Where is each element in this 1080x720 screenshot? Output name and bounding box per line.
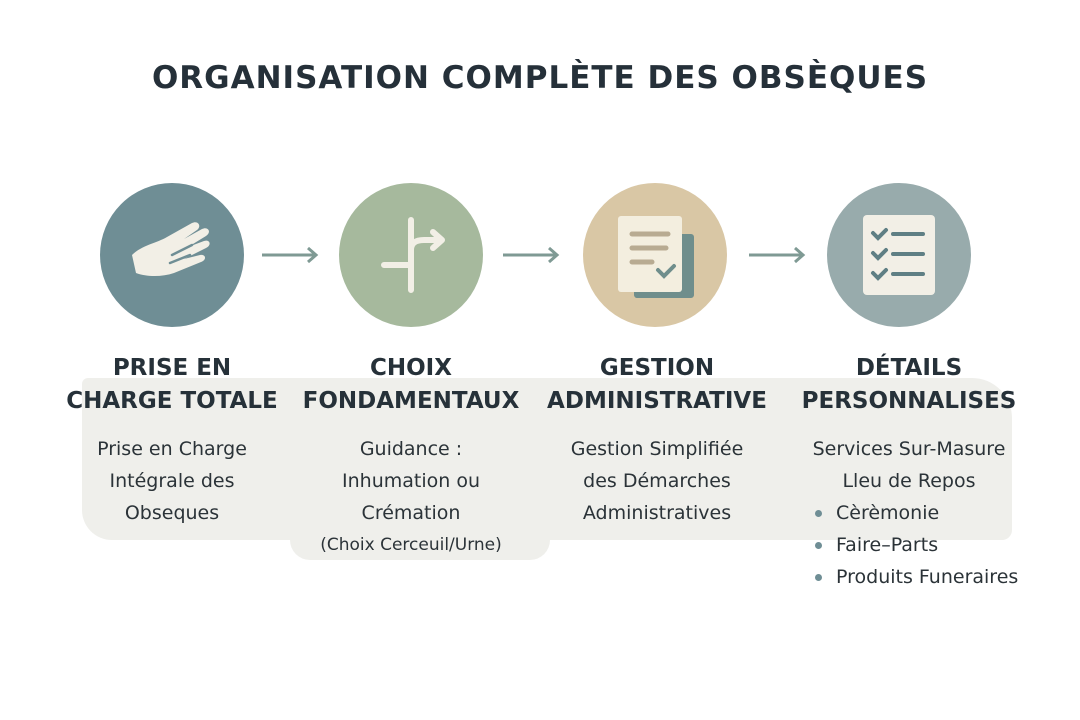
step-heading: CHOIX FONDAMENTAUX [281,352,541,418]
bullet-icon [815,573,822,581]
description-line: Inhumation ou [342,470,480,492]
bullet-label: Faire–Parts [836,534,939,556]
description-line: Crémation [361,502,461,524]
background-band [82,378,1012,540]
description-line: Administratives [582,502,732,524]
heading-line: PERSONNALISES [801,388,1017,414]
description-line: Guidance : [359,438,463,460]
step-description: Services Sur-Masure Lleu de Repos Cèrèmo… [779,433,1039,593]
step-description: Guidance : Inhumation ou Crémation (Choi… [281,433,541,561]
hand-icon [132,222,210,276]
arrow-icon [749,246,806,264]
bullet-item: Produits Funeraires [779,561,1039,593]
step-2-text: CHOIX FONDAMENTAUX Guidance : Inhumation … [281,352,541,561]
heading-line: PRISE EN [112,355,232,381]
description-line: Intégrale des [109,470,235,492]
step-1-circle [100,183,244,327]
bullet-item: Cèrèmonie [779,497,1039,529]
branching-arrow-icon [381,217,445,293]
bullet-icon [815,541,822,549]
heading-line: GESTION [599,355,715,381]
description-line: Gestion Simplifiée [570,438,744,460]
step-1-text: PRISE EN CHARGE TOTALE Prise en Charge In… [42,352,302,529]
step-3-circle [583,183,727,327]
heading-line: FONDAMENTAUX [302,388,520,414]
checklist-icon [863,215,935,295]
document-check-icon [618,216,694,298]
arrow-icon [262,246,319,264]
bullet-item: Faire–Parts [779,529,1039,561]
step-description: Gestion Simplifiée des Démarches Adminis… [527,433,787,529]
step-3-text: GESTION ADMINISTRATIVE Gestion Simplifiée… [527,352,787,529]
step-4-text: DÉTAILS PERSONNALISES Services Sur-Masure… [779,352,1039,593]
bullet-label: Produits Funeraires [836,566,1019,588]
heading-line: CHARGE TOTALE [66,388,278,414]
step-heading: PRISE EN CHARGE TOTALE [42,352,302,418]
description-line: Services Sur-Masure [812,438,1006,460]
heading-line: ADMINISTRATIVE [547,388,767,414]
heading-line: CHOIX [370,355,452,381]
step-4-circle [827,183,971,327]
description-line: Prise en Charge [97,438,247,460]
step-2-circle [339,183,483,327]
step-heading: DÉTAILS PERSONNALISES [779,352,1039,418]
page-title: ORGANISATION COMPLÈTE DES OBSÈQUES [151,60,929,96]
step-description: Prise en Charge Intégrale des Obseques [42,433,302,529]
arrow-icon [503,246,560,264]
description-line: Lleu de Repos [842,470,976,492]
description-line: Obseques [124,502,220,524]
background-band-extension [290,530,550,560]
heading-line: DÉTAILS [855,355,963,381]
bullet-label: Cèrèmonie [836,502,940,524]
bullet-icon [815,509,822,517]
step-heading: GESTION ADMINISTRATIVE [527,352,787,418]
description-line: (Choix Cerceuil/Urne) [320,535,502,555]
description-line: des Démarches [583,470,731,492]
